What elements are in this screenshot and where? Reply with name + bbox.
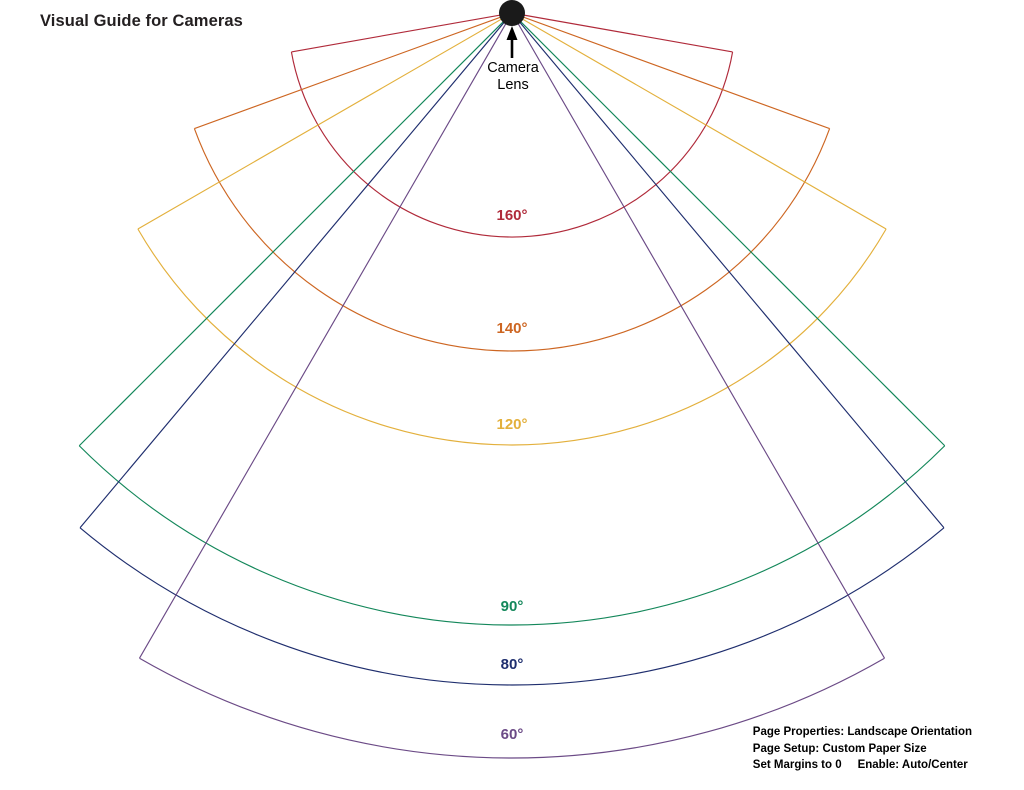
arc-label-80: 80° bbox=[500, 656, 524, 673]
fov-sector-60 bbox=[139, 11, 885, 759]
arc-label-160: 160° bbox=[496, 207, 528, 224]
arc-group bbox=[78, 11, 946, 759]
lens-group bbox=[499, 0, 525, 58]
fov-sector-80 bbox=[79, 12, 945, 686]
lens-arrow-head bbox=[506, 26, 518, 40]
arc-label-90: 90° bbox=[500, 598, 524, 615]
camera-lens-label-line1: Camera bbox=[487, 60, 539, 76]
camera-lens-label: Camera Lens bbox=[478, 60, 548, 93]
fov-sector-90 bbox=[78, 12, 946, 626]
camera-lens-dot bbox=[499, 0, 525, 26]
print-note-line-3: Set Margins to 0 Enable: Auto/Center bbox=[752, 759, 968, 772]
arc-label-140: 140° bbox=[496, 320, 528, 337]
page-title: Visual Guide for Cameras bbox=[40, 12, 243, 30]
print-settings-note: Page Properties: Landscape Orientation P… bbox=[753, 724, 972, 774]
arc-label-60: 60° bbox=[500, 726, 524, 743]
arc-label-120: 120° bbox=[496, 416, 528, 433]
print-note-line-2: Page Setup: Custom Paper Size bbox=[752, 742, 927, 755]
print-note-line-1: Page Properties: Landscape Orientation bbox=[752, 725, 972, 738]
camera-lens-label-line2: Lens bbox=[497, 76, 529, 93]
